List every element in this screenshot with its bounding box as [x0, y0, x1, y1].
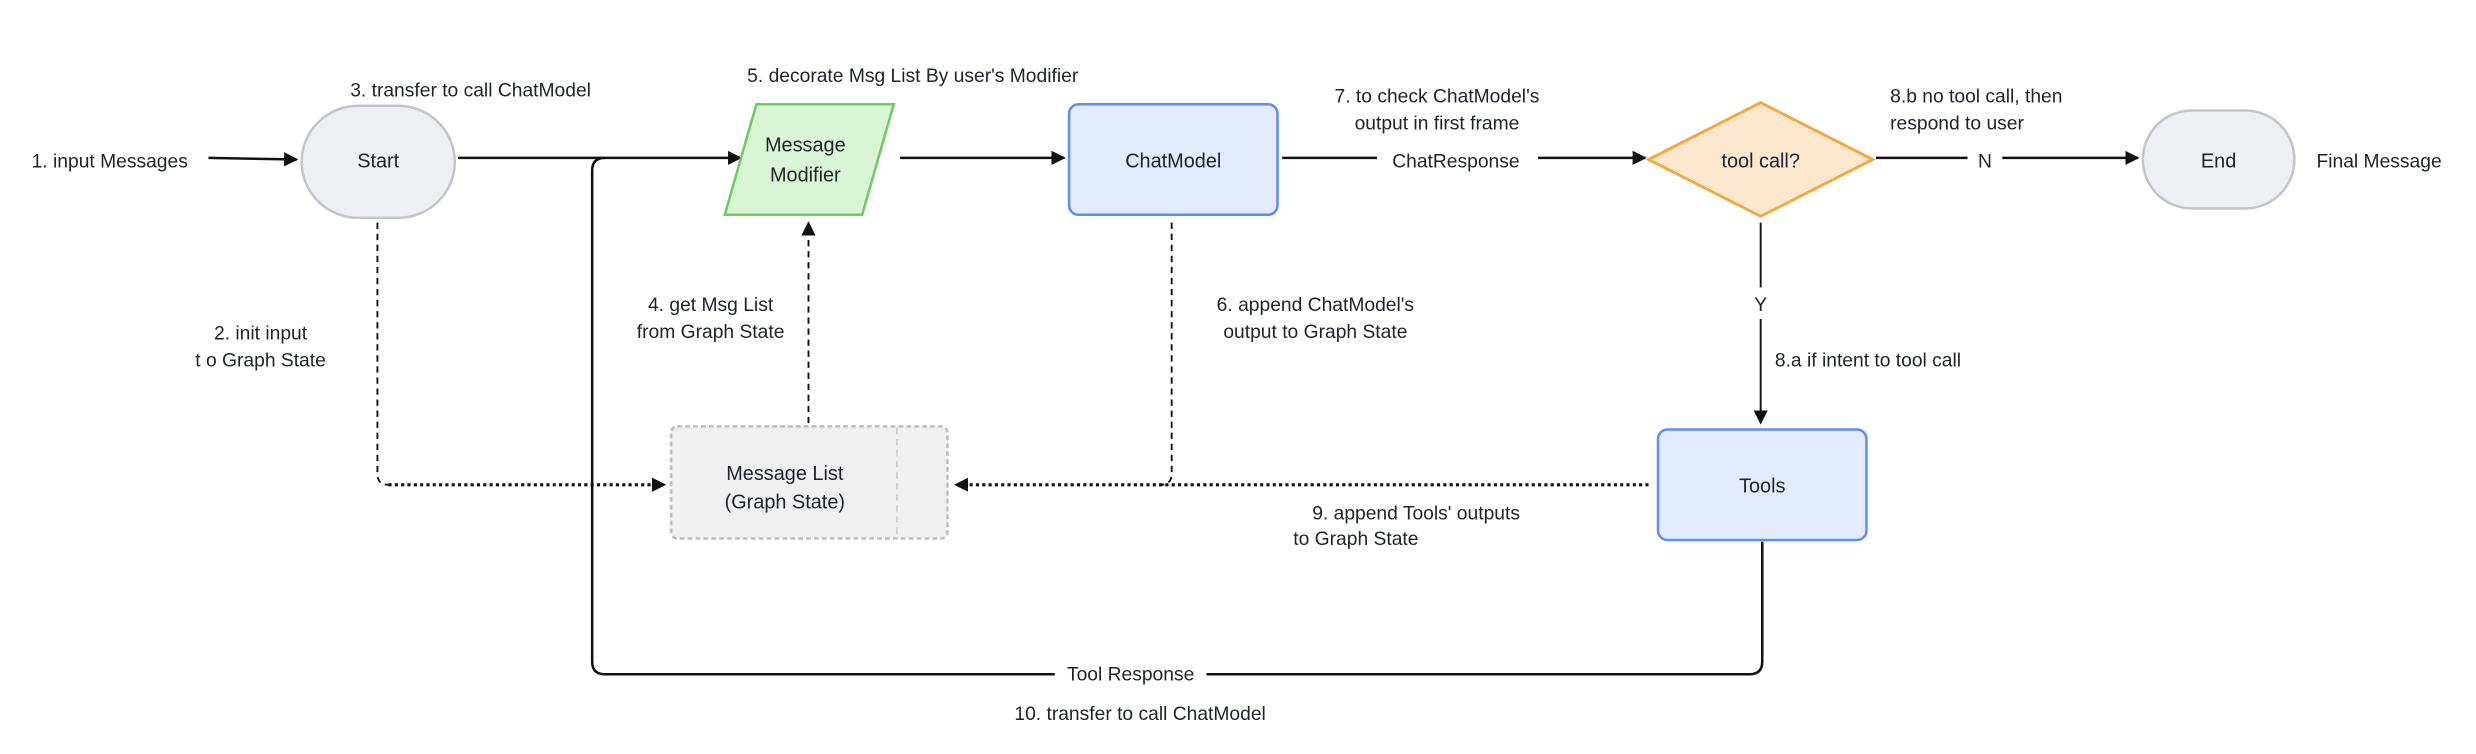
tool-response-label: Tool Response: [1067, 665, 1194, 686]
input-label: 1. input Messages: [32, 151, 188, 172]
init-label-1: 2. init input: [214, 323, 308, 344]
final-message-label: Final Message: [2316, 151, 2441, 172]
no-tool-label-1: 8.b no tool call, then: [1890, 87, 2062, 108]
message-list-state-node[interactable]: Message List (Graph State): [669, 425, 949, 540]
chatmodel-label: ChatModel: [1125, 150, 1221, 172]
end-label: End: [2201, 150, 2236, 172]
edge-tools-loop: [590, 156, 1764, 676]
transfer-back-label: 10. transfer to call ChatModel: [1014, 704, 1265, 725]
transfer-label: 3. transfer to call ChatModel: [350, 80, 591, 101]
start-node[interactable]: Start: [300, 104, 457, 220]
yes-label: Y: [1754, 295, 1767, 316]
get-label-2: from Graph State: [637, 322, 785, 343]
get-label-1: 4. get Msg List: [648, 295, 774, 316]
edge-chatmodel-state: [1160, 222, 1173, 486]
edge-start-state: [376, 222, 389, 486]
check-label-2: output in first frame: [1355, 113, 1520, 134]
init-label-2: t o Graph State: [195, 350, 326, 371]
tools-append-label-2: to Graph State: [1293, 529, 1418, 550]
intent-label: 8.a if intent to tool call: [1775, 350, 1961, 371]
edge-input: [208, 152, 299, 167]
tools-label: Tools: [1739, 476, 1785, 498]
modifier-label-2: Modifier: [770, 165, 841, 187]
state-label-1: Message List: [726, 463, 844, 485]
chat-response-label: ChatResponse: [1392, 151, 1519, 172]
append-label-1: 6. append ChatModel's: [1217, 295, 1414, 316]
tools-node[interactable]: Tools: [1656, 428, 1868, 542]
end-node[interactable]: End: [2141, 109, 2296, 210]
chatmodel-node[interactable]: ChatModel: [1067, 102, 1279, 217]
decorate-label: 5. decorate Msg List By user's Modifier: [747, 66, 1079, 87]
tools-append-label-1: 9. append Tools' outputs: [1312, 504, 1520, 525]
no-label: N: [1978, 151, 1992, 172]
modifier-label-1: Message: [765, 135, 846, 157]
state-label-2: (Graph State): [725, 491, 845, 513]
check-label-1: 7. to check ChatModel's: [1335, 87, 1540, 108]
decision-label: tool call?: [1721, 150, 1799, 172]
decision-node[interactable]: tool call?: [1645, 101, 1876, 218]
start-label: Start: [357, 150, 399, 172]
no-tool-label-2: respond to user: [1890, 113, 2024, 134]
message-modifier-node[interactable]: Message Modifier: [723, 102, 896, 217]
append-label-2: output to Graph State: [1223, 322, 1407, 343]
